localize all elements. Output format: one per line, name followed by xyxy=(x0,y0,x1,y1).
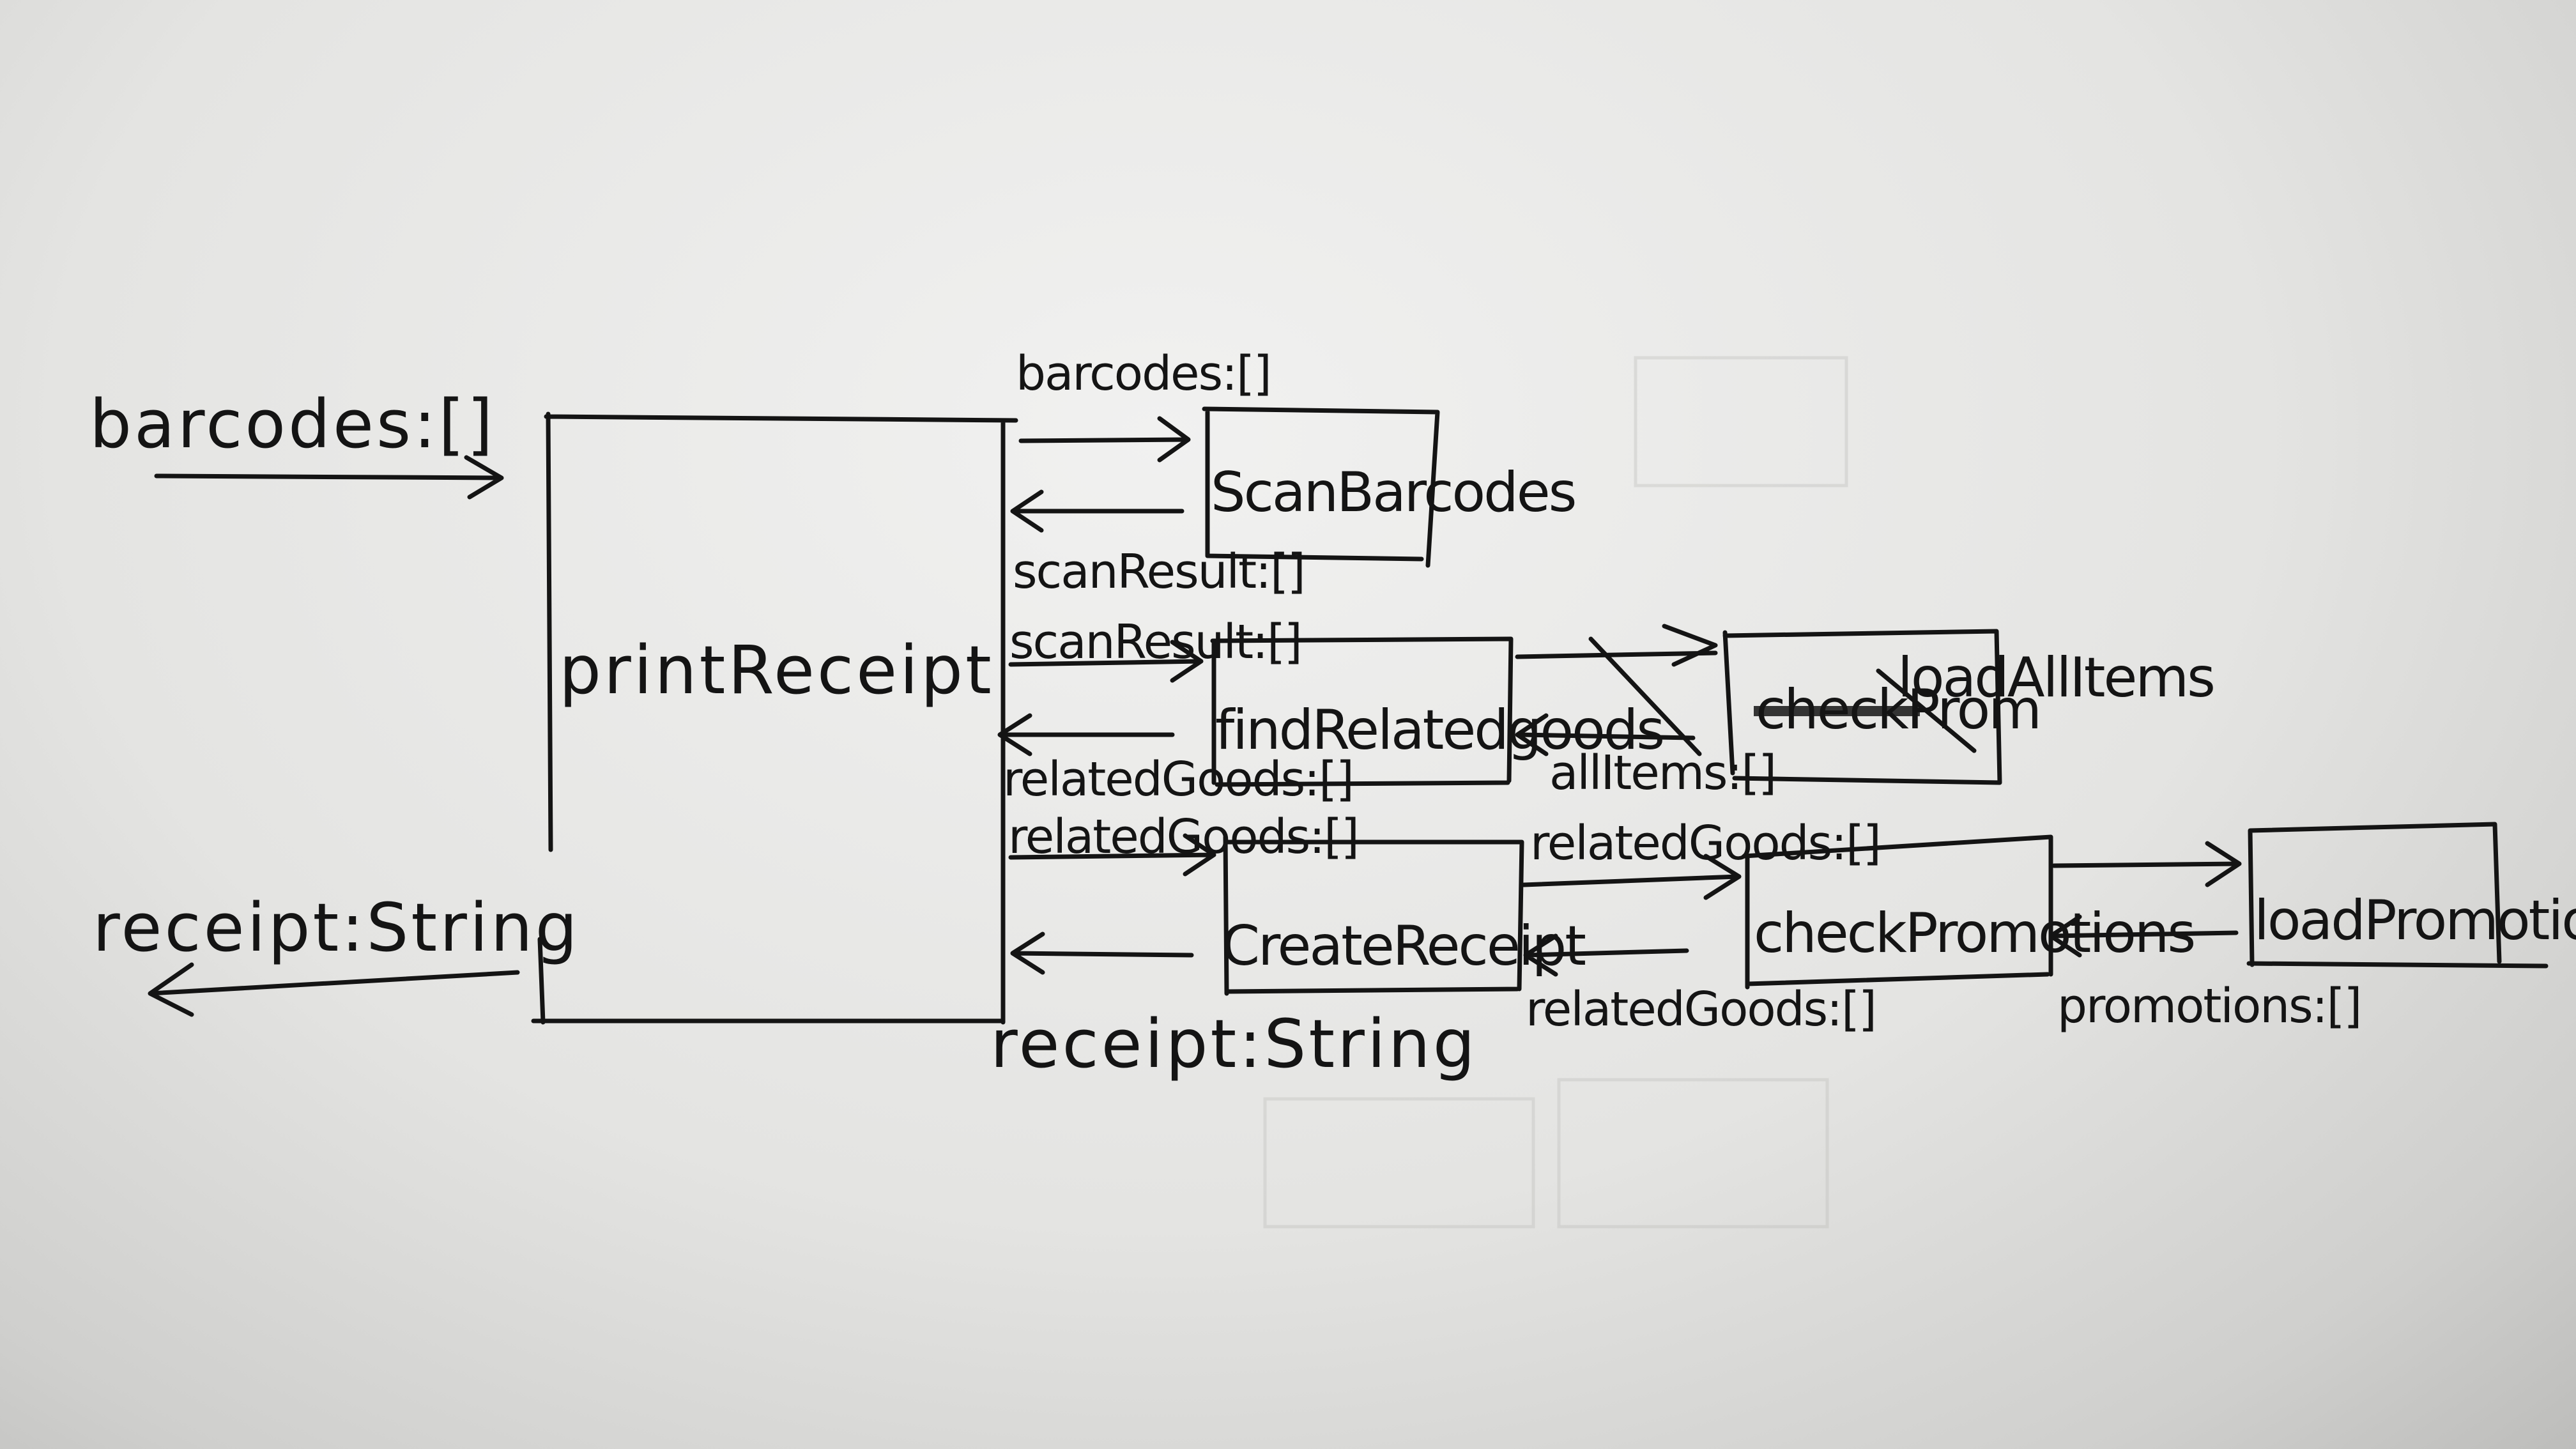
strike-through xyxy=(1754,706,1920,716)
load-promos-out-arrow xyxy=(2048,914,2239,958)
input-label: barcodes:[] xyxy=(89,385,495,463)
input-arrow xyxy=(154,455,504,500)
scan-in-label: barcodes:[] xyxy=(1016,346,1271,401)
scan-barcodes-label: ScanBarcodes xyxy=(1211,461,1575,525)
check-in-arrow xyxy=(1521,854,1742,900)
scan-barcodes-box xyxy=(1202,406,1440,568)
create-in-arrow xyxy=(1008,833,1216,877)
find-out-label: relatedGoods:[] xyxy=(1003,752,1353,807)
load-items-out-arrow xyxy=(1515,713,1696,756)
create-receipt-box xyxy=(1223,834,1524,996)
check-in-label: relatedGoods:[] xyxy=(1530,816,1880,871)
create-out-arrow xyxy=(1010,931,1194,975)
erased-ghost-marks xyxy=(1263,356,1848,1229)
all-items-label: allItems:[] xyxy=(1549,746,1775,801)
load-promotions-label: loadPromotions xyxy=(2254,889,2576,953)
check-out-arrow xyxy=(1523,933,1689,977)
find-related-goods-box xyxy=(1210,636,1514,787)
scan-in-arrow xyxy=(1018,416,1191,463)
scan-out-arrow xyxy=(1010,489,1184,533)
find-in-arrow xyxy=(1008,640,1204,683)
find-related-goods-label: findRelatedgoods xyxy=(1215,698,1663,762)
output-label: receipt:String xyxy=(93,889,580,967)
find-out-arrow xyxy=(997,713,1175,756)
load-items-in-arrow xyxy=(1515,624,1718,667)
create-out-label: receipt:String xyxy=(990,1005,1478,1083)
output-arrow xyxy=(148,962,520,1017)
promotions-label: promotions:[] xyxy=(2057,979,2361,1034)
scan-out-label: scanResult:[] xyxy=(1013,544,1305,599)
load-promos-in-arrow xyxy=(2051,841,2242,887)
load-all-items-box xyxy=(1722,629,2002,785)
cross-out-mark xyxy=(1588,636,1977,756)
print-receipt-box xyxy=(531,411,1018,1025)
load-all-items-label: loadAllItems xyxy=(1897,646,2214,710)
print-receipt-label: printReceipt xyxy=(559,631,994,709)
create-receipt-label: CreateReceipt xyxy=(1222,914,1585,978)
load-promotions-box xyxy=(2246,822,2549,969)
check-out-label: relatedGoods:[] xyxy=(1526,982,1876,1037)
check-promotions-box xyxy=(1742,834,2053,990)
